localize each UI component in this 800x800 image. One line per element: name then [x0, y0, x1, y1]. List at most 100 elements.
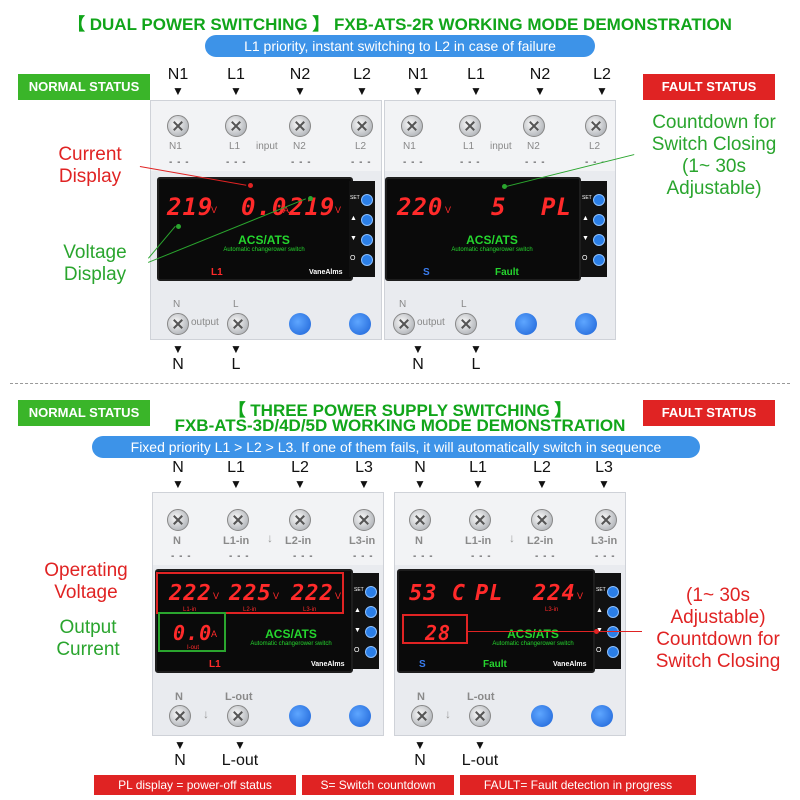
voltage-l3-readout: 222: [291, 581, 334, 606]
terminal-sub-label: N: [173, 535, 181, 547]
power-label: O: [350, 255, 356, 262]
up-button[interactable]: [607, 606, 619, 618]
top-subtitle: L1 priority, instant switching to L2 in …: [205, 35, 595, 57]
voltage-l3-sublabel: L3-in: [545, 607, 559, 613]
terminal-screw-icon: [227, 313, 249, 335]
terminal-sub-label: N: [415, 535, 423, 547]
down-arrow-icon: ▼: [172, 84, 184, 98]
test-button[interactable]: [531, 705, 553, 727]
down-arrow-icon: ▼: [172, 477, 184, 491]
divider: - - -: [226, 157, 247, 168]
out-terminal-sub-label: L-out: [225, 691, 253, 703]
callout-dot: [248, 183, 253, 188]
down-button[interactable]: [607, 626, 619, 638]
lcd-screen: 220 V 5 PL ACS/ATS Automatic changerower…: [385, 177, 581, 281]
callout-dot: [176, 224, 181, 229]
set-label: SET: [596, 587, 606, 593]
down-arrow-icon: ▼: [598, 477, 610, 491]
out-terminal-sub-label: N: [173, 299, 181, 310]
fault-status-badge: FAULT STATUS: [643, 74, 775, 100]
reset-button[interactable]: [349, 313, 371, 335]
current-readout: 0.0: [241, 193, 288, 221]
terminal-label: N2: [529, 66, 551, 83]
callout-dot: [308, 196, 313, 201]
reset-button[interactable]: [575, 313, 597, 335]
down-label: ▼: [350, 235, 357, 242]
countdown-callout: Countdown for Switch Closing (1~ 30s Adj…: [651, 112, 777, 199]
terminal-label: N1: [167, 66, 189, 83]
voltage-l3-sublabel: L3-in: [303, 607, 317, 613]
terminal-sub-label: N2: [527, 141, 540, 152]
divider: - - -: [353, 551, 374, 562]
divider: - - -: [291, 157, 312, 168]
voltage-l2-readout: 225: [229, 581, 272, 606]
down-arrow-icon: ▼: [470, 342, 482, 356]
countdown-readout: 5: [491, 193, 507, 221]
reset-button[interactable]: [591, 705, 613, 727]
down-arrow-icon: ▼: [234, 738, 246, 752]
terminal-label: L3: [595, 459, 613, 476]
terminal-label: L2: [353, 66, 371, 83]
set-button[interactable]: [607, 586, 619, 598]
terminal-sub-label: N2: [293, 141, 306, 152]
out-terminal-sub-label: L-out: [467, 691, 495, 703]
up-label: ▲: [350, 215, 357, 222]
countdown-readout: 28: [425, 621, 452, 645]
ats-device-bottom-left: N L1-in ↓ L2-in L3-in - - - - - - - - - …: [152, 492, 384, 736]
terminal-sub-label: L2-in: [527, 535, 554, 547]
button-column: SET ▲ ▼ O: [349, 181, 375, 277]
set-button[interactable]: [593, 194, 605, 206]
set-label: SET: [350, 195, 360, 201]
brand-label: VaneAlms: [311, 661, 345, 668]
power-button[interactable]: [593, 254, 605, 266]
power-label: O: [582, 255, 588, 262]
set-label: SET: [354, 587, 364, 593]
up-button[interactable]: [361, 214, 373, 226]
test-button[interactable]: [515, 313, 537, 335]
output-label: output: [191, 317, 219, 328]
acs-ats-sublabel: Automatic changerower switch: [250, 641, 332, 647]
acs-ats-label: ACS/ATS: [265, 627, 317, 641]
up-label: ▲: [596, 607, 603, 614]
up-button[interactable]: [593, 214, 605, 226]
down-arrow-icon: ▼: [294, 477, 306, 491]
up-label: ▲: [354, 607, 361, 614]
divider: - - -: [413, 551, 434, 562]
terminal-screw-icon: [459, 115, 481, 137]
out-terminal-label: N: [412, 356, 424, 373]
test-button[interactable]: [289, 313, 311, 335]
unit-v: V: [273, 591, 280, 601]
lcd-screen: 53 C PL 224 V L3-in 28 ACS/ATS Automatic…: [397, 569, 595, 673]
normal-status-badge: NORMAL STATUS: [18, 400, 150, 426]
out-terminal-label: L-out: [221, 752, 259, 769]
power-label: O: [596, 647, 602, 654]
down-arrow-icon: ▼: [174, 738, 186, 752]
down-button[interactable]: [593, 234, 605, 246]
countdown-callout: (1~ 30s Adjustable) Countdown for Switch…: [655, 585, 781, 672]
down-arrow-icon: ▼: [534, 84, 546, 98]
power-button[interactable]: [607, 646, 619, 658]
test-button[interactable]: [289, 705, 311, 727]
terminal-screw-icon: [585, 115, 607, 137]
brand-label: VaneAlms: [553, 661, 587, 668]
terminal-screw-icon: [289, 115, 311, 137]
power-button[interactable]: [361, 254, 373, 266]
terminal-screw-icon: [411, 705, 433, 727]
output-label: output: [417, 317, 445, 328]
callout-dot: [502, 184, 507, 189]
down-button[interactable]: [361, 234, 373, 246]
active-line-indicator: L1: [209, 659, 221, 670]
acs-ats-sublabel: Automatic changerower switch: [451, 247, 533, 253]
terminal-screw-icon: [167, 509, 189, 531]
power-button[interactable]: [365, 646, 377, 658]
set-button[interactable]: [365, 586, 377, 598]
voltage-display-callout: Voltage Display: [63, 242, 127, 285]
terminal-screw-icon: [393, 313, 415, 335]
set-button[interactable]: [361, 194, 373, 206]
bottom-title-model: FXB-ATS-3D/4D/5D WORKING MODE DEMONSTRAT…: [174, 416, 626, 435]
down-button[interactable]: [365, 626, 377, 638]
terminal-sub-label: L1-in: [223, 535, 250, 547]
callout-line: [468, 631, 642, 632]
up-button[interactable]: [365, 606, 377, 618]
reset-button[interactable]: [349, 705, 371, 727]
